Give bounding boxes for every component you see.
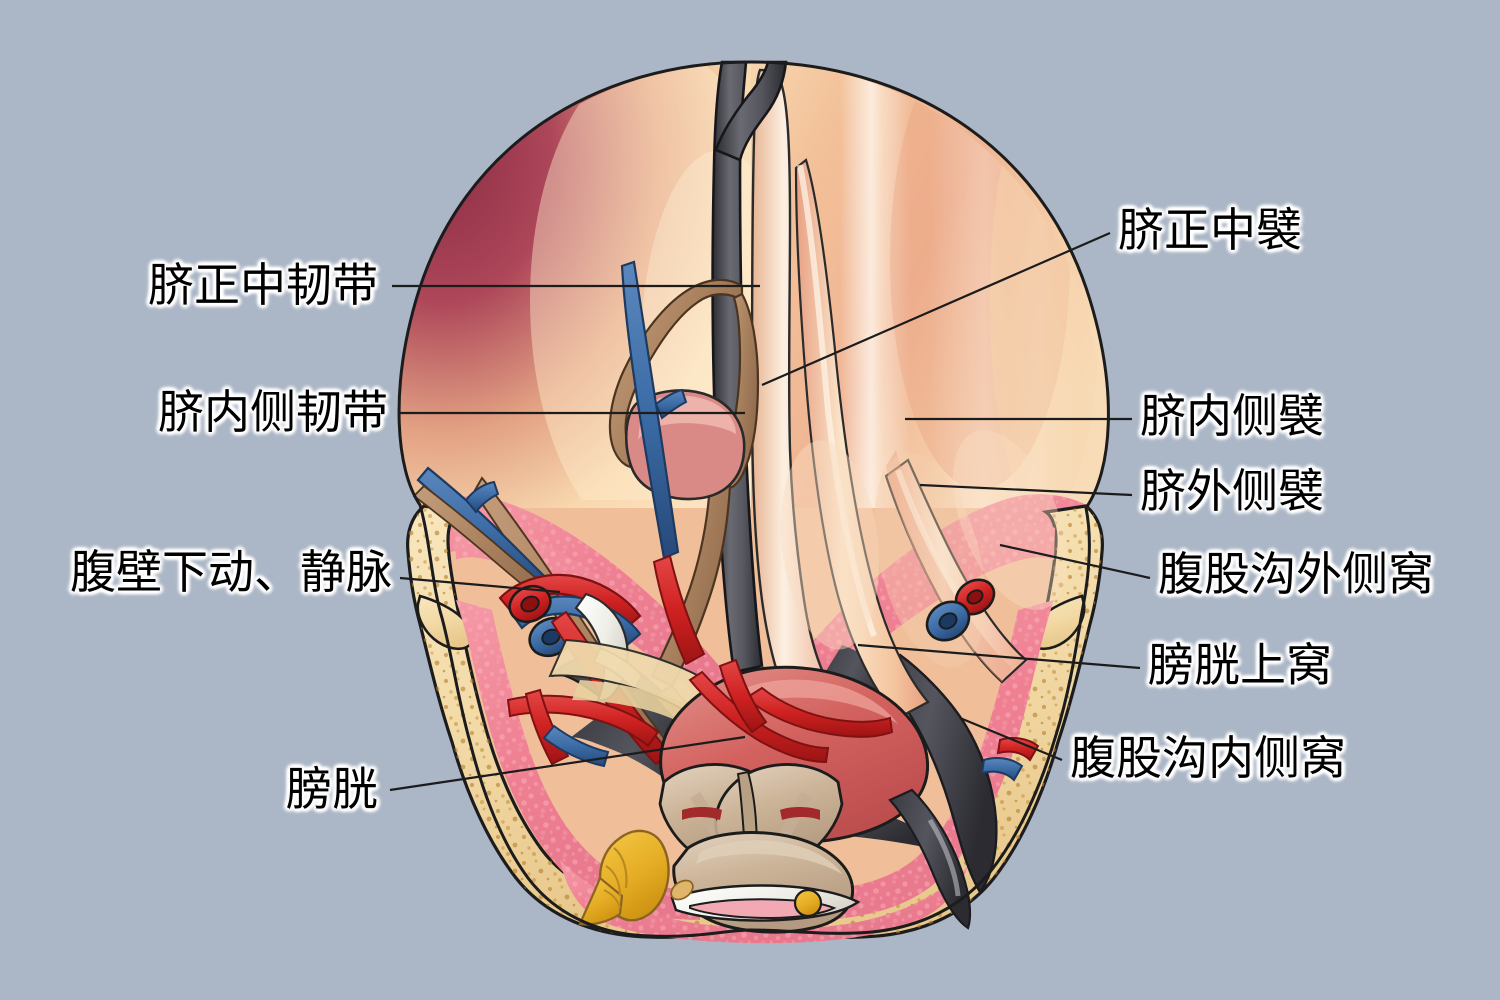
right-lower-artery [996, 737, 1040, 762]
left-ejaculatory-opening [682, 807, 722, 820]
leader-lines [389, 231, 1151, 792]
right-bone-marrow-texture [751, 506, 1103, 938]
vesical-artery-branch [744, 686, 894, 738]
leader-line-median-umbilical-fold [761, 231, 1111, 387]
fat-lobule-line-2 [605, 865, 621, 897]
leader-line-inferior-epigastric-artery-and-vein [399, 576, 561, 594]
label-supravesical-fossa: 膀胱上窝 [1148, 638, 1332, 692]
fat-lobule-line-1 [613, 847, 628, 889]
right-lower-vein [980, 757, 1024, 782]
label-median-umbilical-ligament: 脐正中韧带 [148, 258, 378, 312]
label-inferior-epigastric-artery-and-vein: 腹壁下动、静脉 [70, 545, 392, 599]
abdominal-wall-specimen [397, 60, 1110, 944]
leader-line-supravesical-fossa [857, 643, 1141, 670]
right-artery-lumen [966, 589, 984, 605]
label-medial-umbilical-ligament: 脐内侧韧带 [158, 385, 388, 439]
fat-lobule-line-3 [603, 889, 621, 909]
leader-line-medial-inguinal-fossa [959, 716, 1063, 762]
right-inner-muscle-texture [780, 523, 1055, 722]
supravesical-fossa-shading [781, 440, 879, 650]
right-inguinal-vessels [925, 578, 1040, 782]
label-medial-inguinal-fossa: 腹股沟内侧窝 [1070, 731, 1346, 785]
extraperitoneal-fat-lower [578, 876, 624, 926]
medial-fold-highlight [797, 164, 877, 638]
pubic-fat-nodule [793, 888, 823, 918]
label-medial-umbilical-fold: 脐内侧襞 [1140, 389, 1324, 443]
artery-cross-section-lumen [520, 595, 540, 613]
label-lateral-inguinal-fossa: 腹股沟外侧窝 [1158, 547, 1434, 601]
urachus-umbilical-branch [714, 60, 788, 162]
lateral-umbilical-fold-right [884, 458, 1028, 684]
leader-line-urinary-bladder [389, 735, 746, 792]
prostate-highlight [696, 840, 842, 874]
right-ejaculatory-opening [780, 807, 820, 820]
specimen-outline [397, 60, 1110, 938]
bladder-highlight [730, 679, 898, 724]
right-lower-fascia-streak [888, 788, 972, 930]
left-superior-vein-branch [464, 480, 500, 514]
epigastric-vein-branch [654, 388, 688, 420]
vesical-artery-vertical [718, 658, 768, 734]
left-reflection-shadow [572, 680, 724, 740]
right-endopelvic-fascia [865, 653, 998, 895]
epigastric-artery-upper [652, 554, 706, 666]
leader-line-lateral-inguinal-fossa [999, 543, 1151, 580]
right-vein-lumen [938, 612, 958, 630]
left-bone-marrow-texture [407, 506, 751, 938]
label-median-umbilical-fold: 脐正中襞 [1118, 203, 1302, 257]
label-lateral-umbilical-fold: 脐外侧襞 [1140, 464, 1324, 518]
left-lower-muscle-texture [456, 600, 700, 920]
obturator-vein-branch [542, 724, 610, 768]
fascia-highlight [927, 818, 961, 897]
leader-line-lateral-umbilical-fold [919, 483, 1133, 497]
small-fat-lobule [670, 879, 694, 901]
label-urinary-bladder: 膀胱 [286, 762, 378, 816]
lateral-inguinal-fossa-shading [953, 430, 1067, 610]
